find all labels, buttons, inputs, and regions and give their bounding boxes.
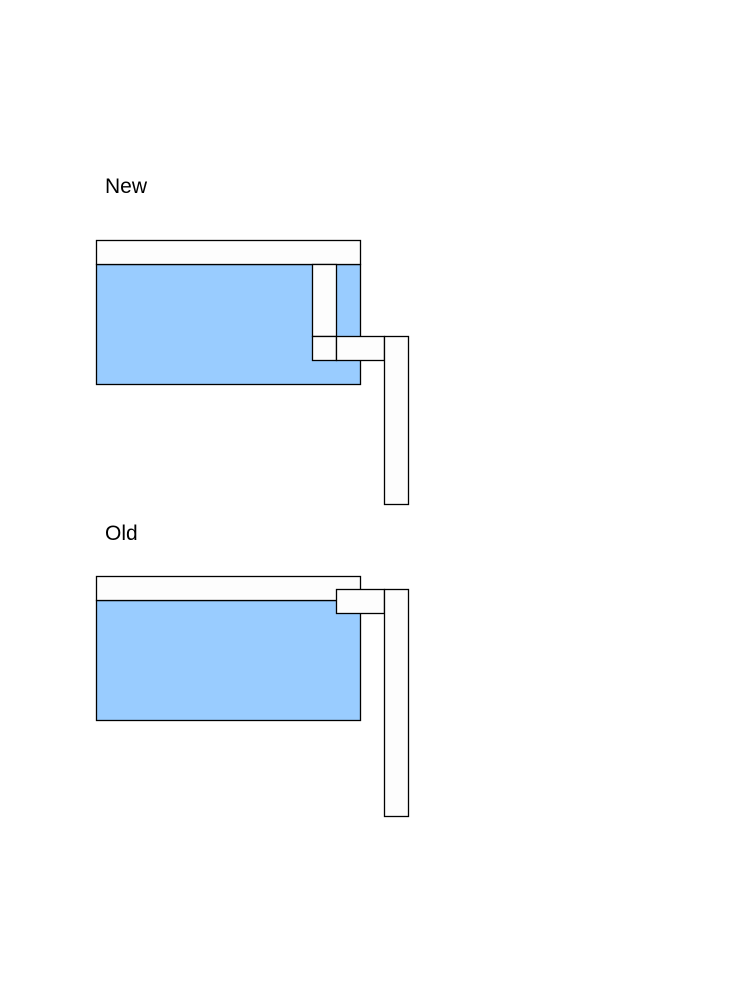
new-corner-square <box>311 335 338 362</box>
old-layout <box>95 575 410 818</box>
old-tall-bar <box>383 588 410 818</box>
new-tall-bar <box>383 335 410 506</box>
old-header-bar <box>95 575 362 602</box>
old-horizontal-strip <box>335 588 386 615</box>
new-layout <box>95 239 410 506</box>
label-old: Old <box>105 522 138 545</box>
new-header-bar <box>95 239 362 266</box>
new-vertical-strip <box>311 263 338 338</box>
old-content-area <box>95 599 362 722</box>
label-new: New <box>105 175 148 198</box>
new-horizontal-strip <box>335 335 386 362</box>
